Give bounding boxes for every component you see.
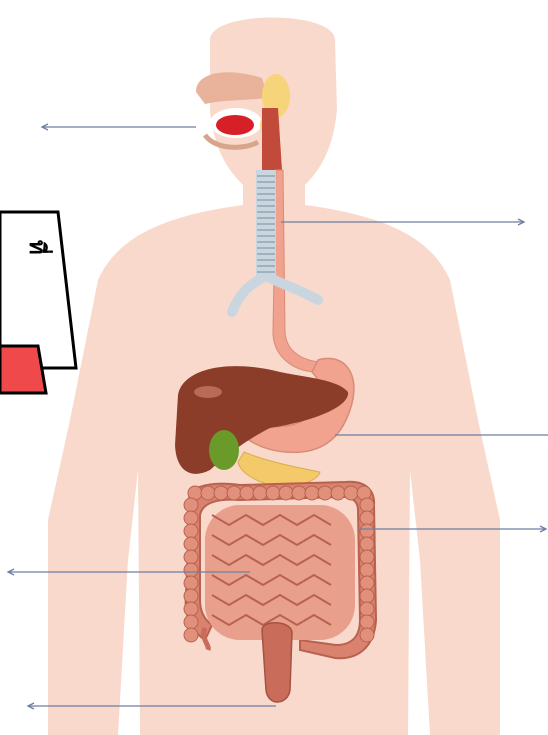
label-box: ที่	[0, 212, 76, 393]
red-tab	[0, 346, 46, 393]
label-box-text: ที่	[24, 240, 54, 255]
gallbladder-icon	[209, 430, 239, 470]
pointer-mouth	[42, 124, 196, 130]
